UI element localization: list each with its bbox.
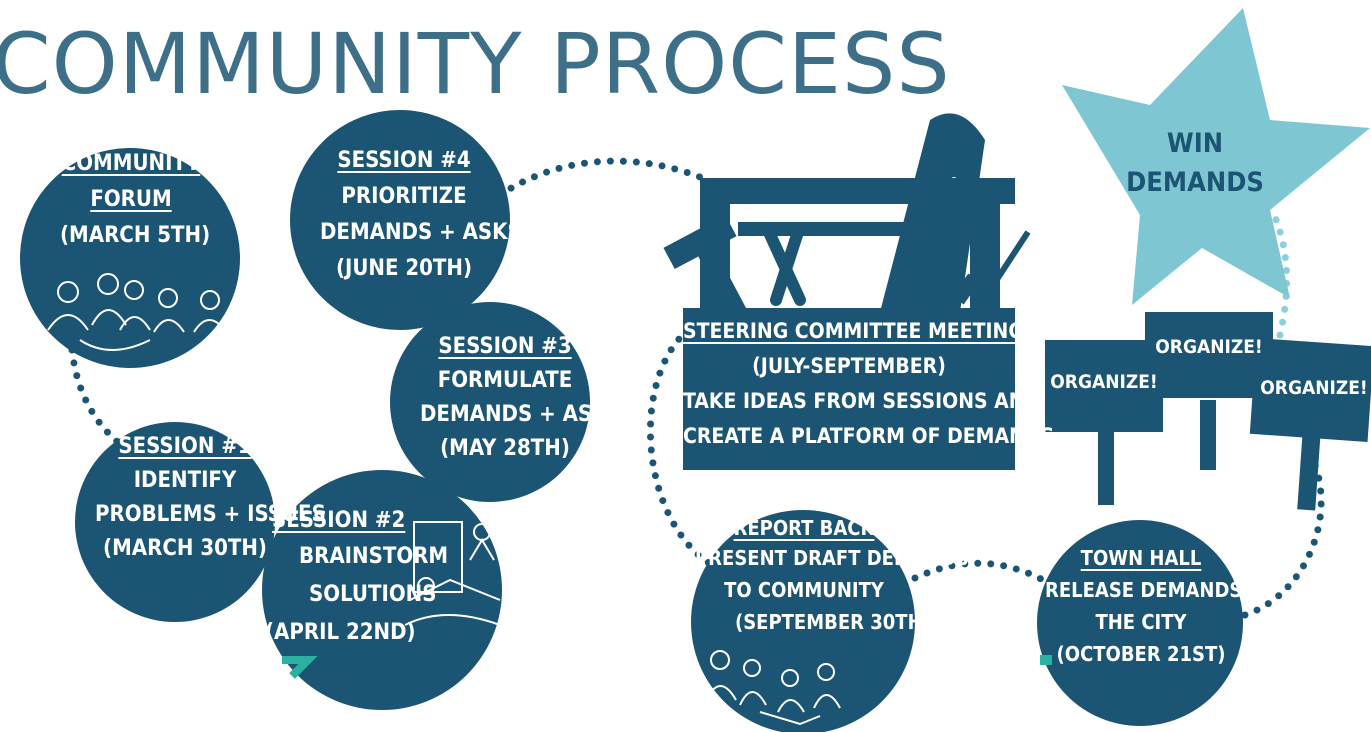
session4-line2: DEMANDS + ASKS [320,220,522,245]
forum-node: COMMUNITY FORUM (MARCH 5TH) [60,151,211,248]
win-line2: DEMANDS [1126,167,1264,198]
townhall-circle [1037,520,1243,726]
session3-node: SESSION #3 FORMULATE DEMANDS + ASKS (MAY… [420,334,622,461]
report-node: REPORT BACK PRESENT DRAFT DEMANDS TO COM… [695,516,969,634]
session4-circle [290,110,510,330]
session2-date: (APRIL 22ND) [265,620,416,645]
steering-heading: STEERING COMMITTEE MEETINGS [683,319,1038,343]
star-icon [1062,8,1370,305]
session4-node: SESSION #4 PRIORITIZE DEMANDS + ASKS (JU… [320,148,522,281]
session3-date: (MAY 28TH) [440,436,570,461]
steering-node: STEERING COMMITTEE MEETINGS (JULY-SEPTEM… [683,319,1055,448]
accent-mark [282,656,318,679]
pliers-icon [762,224,806,306]
screwdriver-icon [952,230,1031,305]
session2-node: SESSION #2 BRAINSTORM SOLUTIONS (APRIL 2… [265,508,449,645]
townhall-line2: THE CITY [1095,610,1187,634]
session3-line2: DEMANDS + ASKS [420,402,622,427]
session4-line1: PRIORITIZE [341,184,467,209]
session1-line2: PROBLEMS + ISSUES [95,502,326,527]
toolbox-icon [663,113,1031,470]
session2-heading: SESSION #2 [272,508,406,533]
connector-forum-session1 [68,346,139,459]
report-line1: PRESENT DRAFT DEMANDS [695,546,969,570]
steering-line2: CREATE A PLATFORM OF DEMANDS [683,424,1055,448]
session4-heading: SESSION #4 [337,148,471,173]
forum-heading-2: FORUM [90,187,172,212]
session3-line1: FORMULATE [437,368,573,393]
townhall-date: (OCTOBER 21ST) [1056,642,1226,666]
session2-line2: SOLUTIONS [309,582,437,607]
sign-label: ORGANIZE! [1155,336,1263,358]
page-title: COMMUNITY PROCESS [0,15,951,113]
report-heading: REPORT BACK [733,516,875,540]
session1-heading: SESSION #1 [118,434,252,459]
forum-heading: COMMUNITY [61,151,201,176]
forum-circle [20,148,240,368]
steering-date: (JULY-SEPTEMBER) [752,354,946,378]
sign-label: ORGANIZE! [1050,371,1158,393]
protest-sign-icon [1045,312,1371,511]
session1-line1: IDENTIFY [133,468,237,493]
person-at-whiteboard-icon [404,521,501,626]
session1-date: (MARCH 30TH) [103,536,267,561]
accent-mark [1040,655,1052,665]
connector-townhall-signs [1241,461,1325,619]
session1-node: SESSION #1 IDENTIFY PROBLEMS + ISSUES (M… [95,434,326,561]
saw-icon [880,113,985,312]
townhall-node: TOWN HALL RELEASE DEMANDS TO THE CITY (O… [1045,546,1277,666]
connector-toolbox-report [646,326,716,569]
connector-report-townhall [911,559,1056,589]
connector-signs-star [1268,206,1291,339]
steering-line1: TAKE IDEAS FROM SESSIONS AND [683,389,1041,413]
win-demands: WIN DEMANDS [1120,130,1270,196]
session2-circle [262,470,502,710]
session2-line1: BRAINSTORM [299,544,449,569]
report-date: (SEPTEMBER 30TH) [735,610,931,634]
report-circle [691,510,915,732]
townhall-line1: RELEASE DEMANDS TO [1045,578,1277,602]
session3-circle [390,302,590,502]
session3-heading: SESSION #3 [438,334,572,359]
people-group-icon [47,273,227,351]
report-line2: TO COMMUNITY [724,578,884,602]
sign-label: ORGANIZE! [1260,377,1368,399]
people-group-icon [705,650,841,726]
forum-date: (MARCH 5TH) [60,223,211,248]
session4-date: (JUNE 20TH) [335,256,473,281]
session1-circle [75,422,275,622]
win-line1: WIN [1166,128,1224,159]
hammer-icon [663,214,748,320]
townhall-heading: TOWN HALL [1080,546,1202,570]
connector-session4-toolbox [496,157,716,199]
